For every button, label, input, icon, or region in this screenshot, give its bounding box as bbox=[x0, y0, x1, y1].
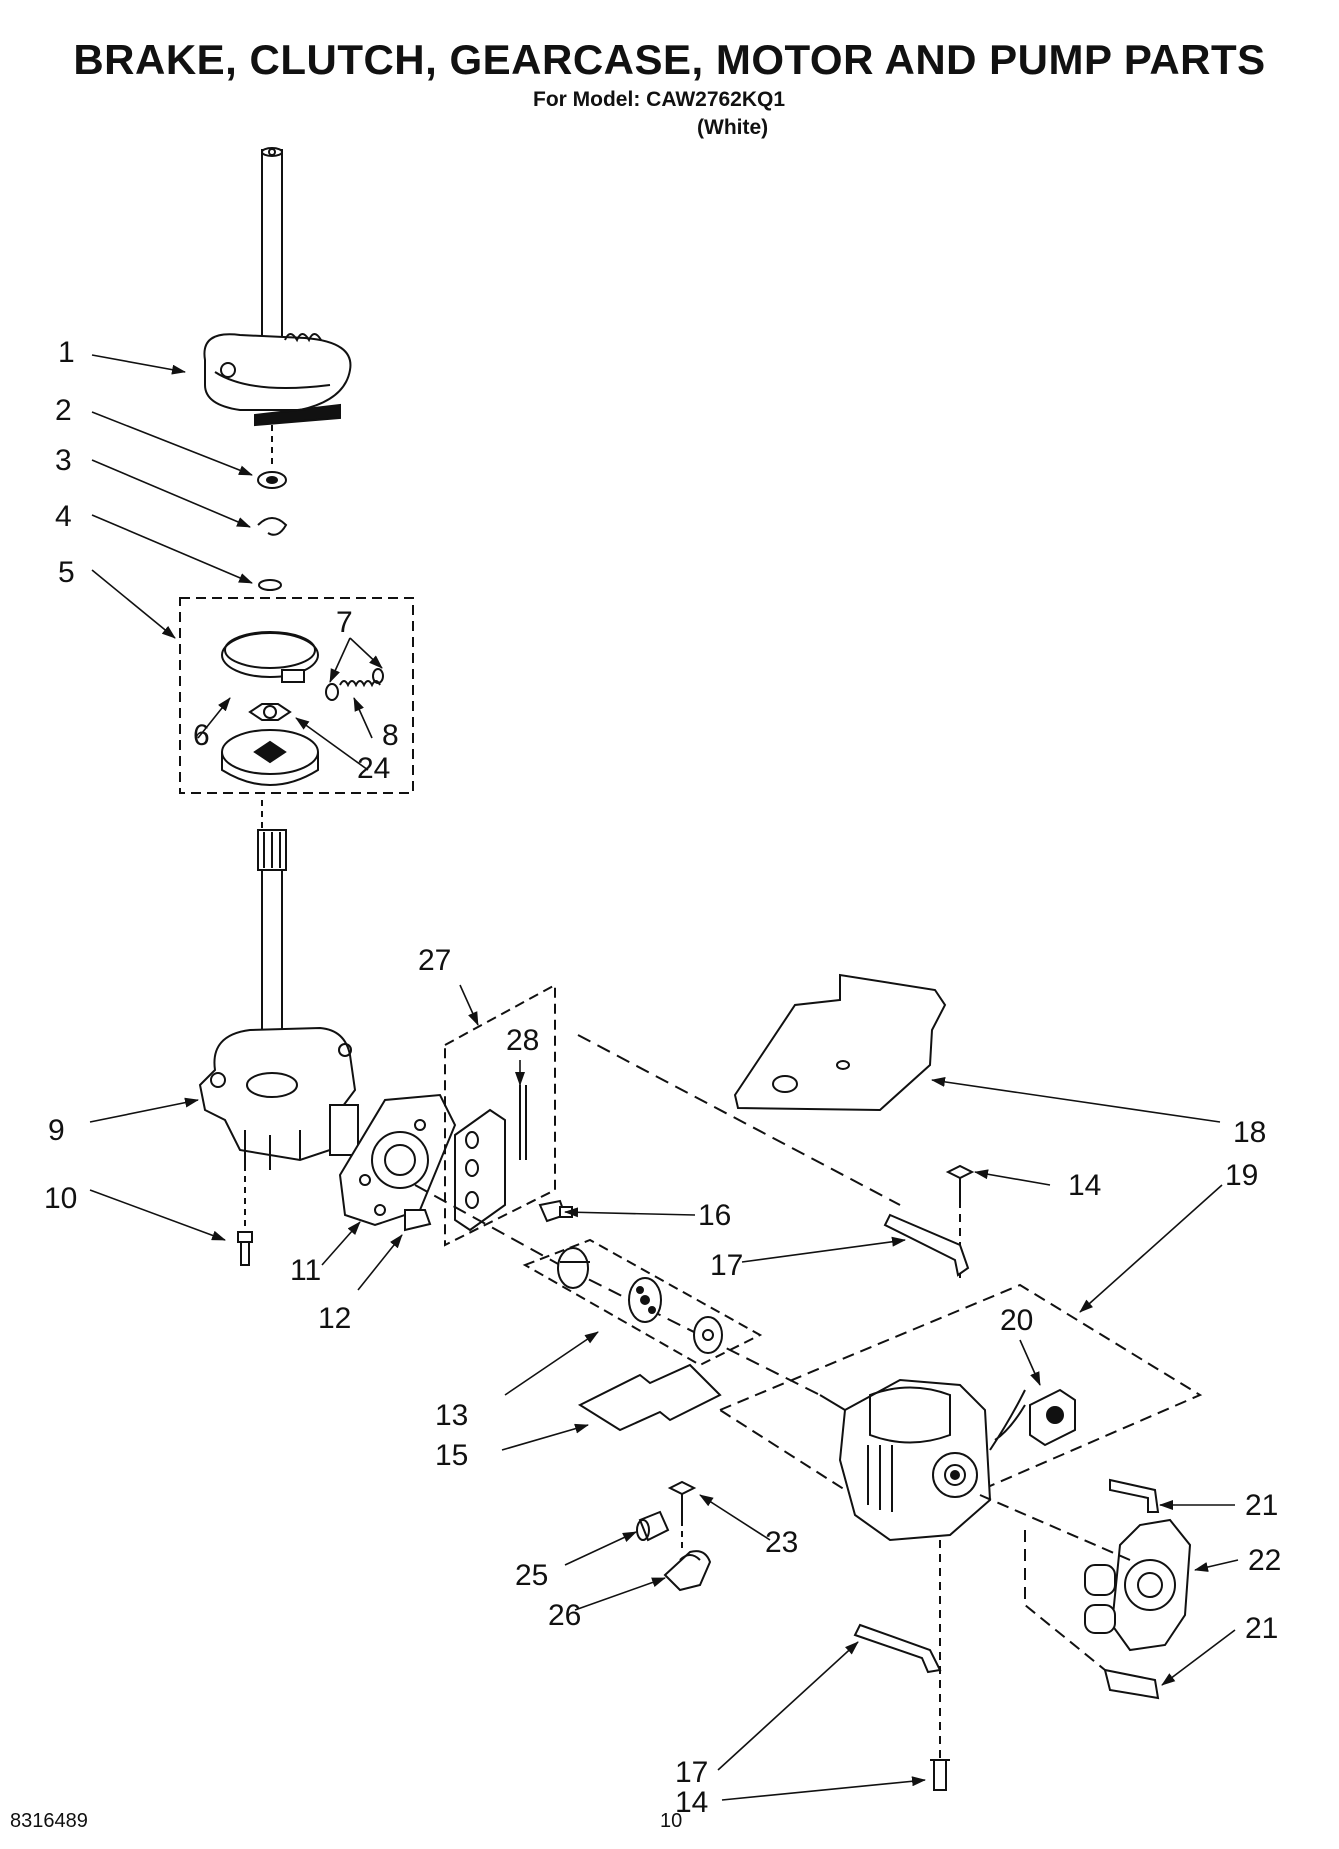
callout-8: 8 bbox=[382, 719, 399, 752]
callout-10: 10 bbox=[44, 1182, 77, 1215]
motor-clip-bottom bbox=[853, 1623, 942, 1674]
pump-bracket-bottom bbox=[1103, 1668, 1160, 1700]
motor-screw-bottom bbox=[930, 1759, 950, 1791]
clutch-cam bbox=[248, 703, 292, 721]
motor-coupling bbox=[693, 1316, 723, 1354]
washer bbox=[257, 471, 287, 489]
callout-21-bottom: 21 bbox=[1245, 1612, 1278, 1645]
motor-switch bbox=[1029, 1388, 1076, 1447]
callout-3: 3 bbox=[55, 444, 72, 477]
callout-25: 25 bbox=[515, 1559, 548, 1592]
coupling-hub bbox=[557, 1247, 590, 1289]
callout-21-top: 21 bbox=[1245, 1489, 1278, 1522]
clip bbox=[257, 517, 288, 536]
motor-screw-top bbox=[945, 1164, 975, 1200]
brake-assembly bbox=[203, 333, 352, 427]
callout-7: 7 bbox=[336, 606, 353, 639]
clutch-drum bbox=[221, 729, 319, 786]
callout-15: 15 bbox=[435, 1439, 468, 1472]
callout-17-bottom: 17 bbox=[675, 1756, 708, 1789]
callout-18: 18 bbox=[1233, 1116, 1266, 1149]
motor-assembly-box bbox=[717, 1283, 1203, 1527]
callout-28: 28 bbox=[506, 1024, 539, 1057]
document-number: 8316489 bbox=[10, 1810, 88, 1832]
callout-17-top: 17 bbox=[710, 1249, 743, 1282]
mounting-plate bbox=[338, 1093, 457, 1227]
gearcase-screw bbox=[237, 1231, 253, 1266]
gasket-box bbox=[444, 983, 556, 1247]
pump-bolt bbox=[538, 1199, 573, 1223]
callout-20: 20 bbox=[1000, 1304, 1033, 1337]
callout-4: 4 bbox=[55, 500, 72, 533]
callout-27: 27 bbox=[418, 944, 451, 977]
callout-6: 6 bbox=[193, 719, 210, 752]
callout-23: 23 bbox=[765, 1526, 798, 1559]
drain-pump bbox=[1084, 1518, 1192, 1652]
clamp-screw bbox=[667, 1480, 697, 1550]
callout-1: 1 bbox=[58, 336, 75, 369]
model-line: For Model: CAW2762KQ1 bbox=[533, 88, 786, 111]
gearcase bbox=[198, 1026, 359, 1170]
callout-19: 19 bbox=[1225, 1159, 1258, 1192]
callout-12: 12 bbox=[318, 1302, 351, 1335]
drive-motor bbox=[819, 1378, 992, 1542]
callout-11: 11 bbox=[290, 1254, 321, 1287]
callout-labels: 1 2 3 4 5 6 7 8 24 9 10 11 12 27 28 16 1… bbox=[44, 336, 1281, 1819]
callout-14-bottom: 14 bbox=[675, 1786, 708, 1819]
motor-shield bbox=[733, 973, 947, 1112]
color-line: (White) bbox=[697, 116, 769, 139]
clutch-band bbox=[221, 631, 319, 683]
coupling-box bbox=[522, 1238, 763, 1367]
motor-clip-top bbox=[883, 1213, 970, 1277]
shield-pad bbox=[577, 1363, 722, 1432]
page-number: 10 bbox=[660, 1810, 683, 1832]
mounting-bolt bbox=[404, 1209, 432, 1232]
page-title: BRAKE, CLUTCH, GEARCASE, MOTOR AND PUMP … bbox=[73, 36, 1266, 83]
bushing bbox=[636, 1510, 670, 1542]
coupling-disc bbox=[628, 1277, 662, 1323]
clutch-spring bbox=[325, 668, 384, 701]
retaining-ring bbox=[258, 579, 282, 591]
callout-26: 26 bbox=[548, 1599, 581, 1632]
pin bbox=[519, 1085, 527, 1160]
callout-16: 16 bbox=[698, 1199, 731, 1232]
callout-9: 9 bbox=[48, 1114, 65, 1147]
pump-bracket-top bbox=[1109, 1478, 1160, 1513]
callout-14-top: 14 bbox=[1068, 1169, 1101, 1202]
callout-2: 2 bbox=[55, 394, 72, 427]
clamp bbox=[663, 1550, 712, 1592]
leader-lines bbox=[89, 354, 1239, 1801]
clutch-assembly-box bbox=[179, 597, 414, 794]
callout-5: 5 bbox=[58, 556, 75, 589]
callout-24: 24 bbox=[357, 752, 390, 785]
callout-13: 13 bbox=[435, 1399, 468, 1432]
drive-shaft bbox=[257, 829, 287, 1071]
gasket bbox=[454, 1108, 506, 1232]
agitate-shaft bbox=[261, 147, 283, 361]
callout-22: 22 bbox=[1248, 1544, 1281, 1577]
